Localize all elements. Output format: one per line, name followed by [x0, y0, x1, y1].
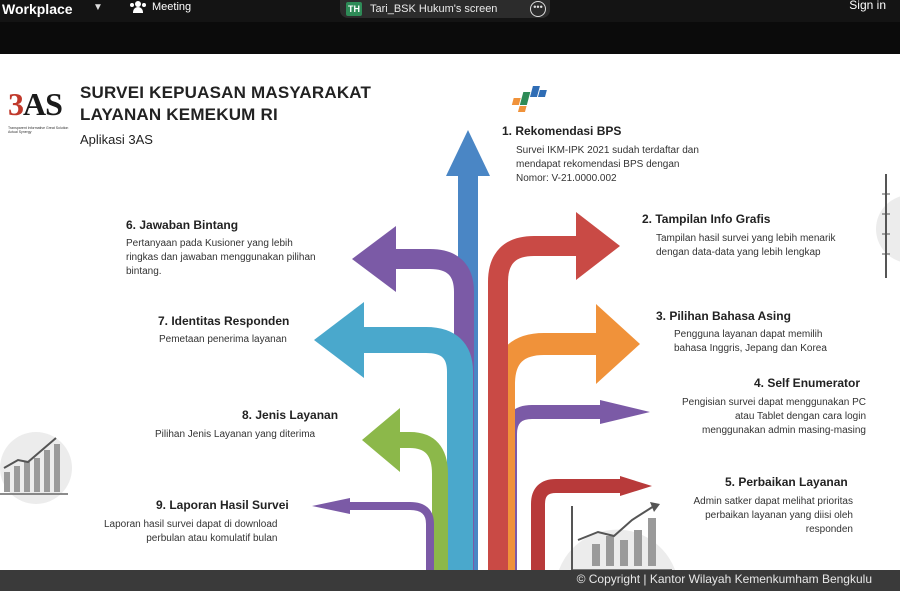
title-line-1: SURVEI KEPUASAN MASYARAKAT	[80, 83, 372, 102]
item-9-title: 9. Laporan Hasil Survei	[156, 498, 289, 512]
item-8-desc: Pilihan Jenis Layanan yang diterima	[155, 429, 316, 440]
item-4-title: 4. Self Enumerator	[754, 376, 861, 390]
growth-chart-decoration-icon	[558, 502, 676, 570]
people-icon	[130, 1, 146, 13]
logo-tagline: Transparent Informative Great Solution A…	[8, 126, 69, 134]
meeting-label: Meeting	[152, 1, 192, 13]
logo-as: AS	[23, 86, 63, 122]
item-2-title: 2. Tampilan Info Grafis	[642, 212, 771, 226]
bar-chart-decoration-icon	[0, 432, 72, 504]
bottom-bar	[0, 570, 900, 591]
arrows-graphic	[312, 130, 652, 570]
item-8-title: 8. Jenis Layanan	[242, 408, 339, 422]
video-band	[0, 22, 900, 54]
logo-3: 3	[8, 86, 24, 122]
presenter-avatar: TH	[346, 2, 362, 16]
screen-share-indicator[interactable]: TH Tari_BSK Hukum's screen •••	[340, 0, 550, 18]
item-6-title: 6. Jawaban Bintang	[126, 218, 239, 232]
shared-slide: 3AS Transparent Informative Great Soluti…	[0, 54, 900, 570]
item-7-title: 7. Identitas Responden	[158, 314, 290, 328]
item-2-desc: Tampilan hasil survei yang lebih menarik…	[656, 233, 836, 258]
screen-share-label: Tari_BSK Hukum's screen	[370, 3, 498, 15]
meeting-button[interactable]: Meeting	[130, 0, 191, 14]
bps-logo-icon	[511, 86, 547, 112]
item-1-title: 1. Rekomendasi BPS	[502, 124, 622, 138]
more-options-icon[interactable]: •••	[530, 1, 546, 17]
item-3-title: 3. Pilihan Bahasa Asing	[656, 309, 791, 323]
slide-subtitle: Aplikasi 3AS	[80, 132, 153, 147]
sign-in-button[interactable]: Sign in	[849, 0, 886, 12]
copyright-text: © Copyright | Kantor Wilayah Kemenkumham…	[576, 572, 872, 586]
chevron-down-icon[interactable]: ▼	[93, 2, 103, 13]
item-5-title: 5. Perbaikan Layanan	[725, 475, 848, 489]
3as-logo: 3AS Transparent Informative Great Soluti…	[8, 86, 68, 134]
slide-title: SURVEI KEPUASAN MASYARAKAT LAYANAN KEMEK…	[80, 82, 371, 126]
title-line-2: LAYANAN KEMEKUM RI	[80, 105, 278, 124]
item-7-desc: Pemetaan penerima layanan	[159, 334, 287, 345]
meeting-top-bar: Workplace ▼ Meeting TH Tari_BSK Hukum's …	[0, 0, 900, 22]
app-title: Workplace	[2, 1, 73, 17]
chart-decoration-edge-icon	[876, 174, 900, 278]
